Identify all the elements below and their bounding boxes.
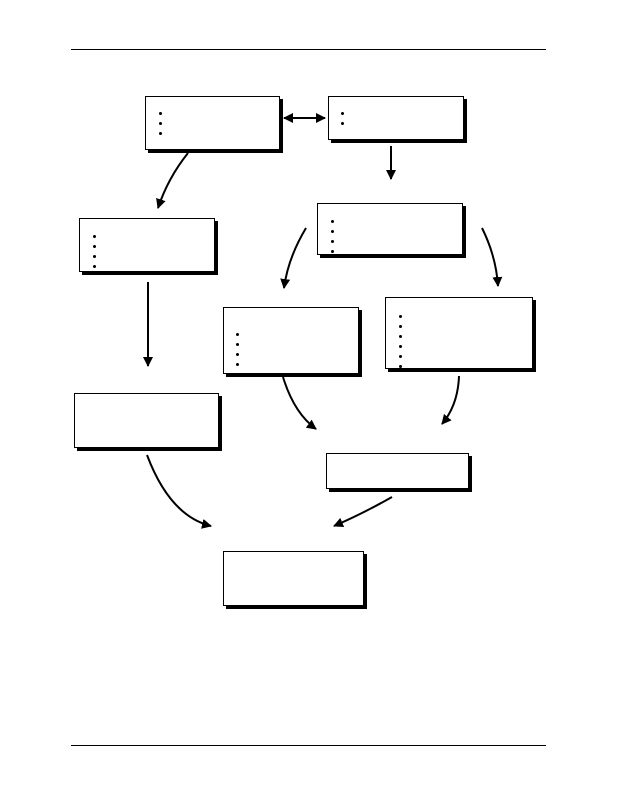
footer-rule (71, 745, 546, 746)
bullet-marker (399, 355, 402, 358)
diagram-node-g (74, 393, 219, 448)
connector-e-h (282, 376, 317, 430)
bullet-marker (331, 240, 334, 243)
diagram-node-i (223, 551, 364, 606)
bullet-marker (399, 325, 402, 328)
bullet-marker (399, 345, 402, 348)
connector-g-i (146, 454, 212, 529)
bullet-marker (399, 315, 402, 318)
bullet-marker (331, 220, 334, 223)
bullet-marker (159, 112, 162, 115)
bullet-list (341, 112, 344, 132)
bullet-marker (331, 250, 334, 253)
connector-h-i (333, 496, 393, 528)
diagram-node-h (326, 453, 469, 489)
bullet-marker (236, 363, 239, 366)
bullet-marker (93, 245, 96, 248)
bullet-marker (93, 235, 96, 238)
bullet-marker (399, 335, 402, 338)
header-rule (71, 49, 546, 50)
bullet-marker (399, 365, 402, 368)
bullet-marker (93, 265, 96, 268)
diagram-node-b (328, 96, 464, 140)
diagram-node-a (145, 96, 280, 150)
bullet-marker (236, 333, 239, 336)
bullet-marker (236, 343, 239, 346)
bullet-list (399, 315, 402, 375)
diagram-node-e (223, 307, 359, 374)
connector-d-f (481, 227, 503, 287)
bullet-marker (236, 353, 239, 356)
diagram-node-f (385, 297, 533, 369)
diagram-node-d (317, 203, 463, 255)
connector-a-c (156, 152, 189, 209)
bullet-marker (331, 230, 334, 233)
bullet-marker (341, 122, 344, 125)
bullet-marker (93, 255, 96, 258)
diagram-node-c (79, 218, 215, 272)
bullet-list (236, 333, 239, 373)
bullet-list (93, 235, 96, 275)
connector-f-h (441, 375, 460, 425)
bullet-marker (341, 112, 344, 115)
connector-d-e (280, 227, 307, 289)
bullet-marker (159, 122, 162, 125)
bullet-marker (159, 132, 162, 135)
bullet-list (331, 220, 334, 260)
bullet-list (159, 112, 162, 142)
